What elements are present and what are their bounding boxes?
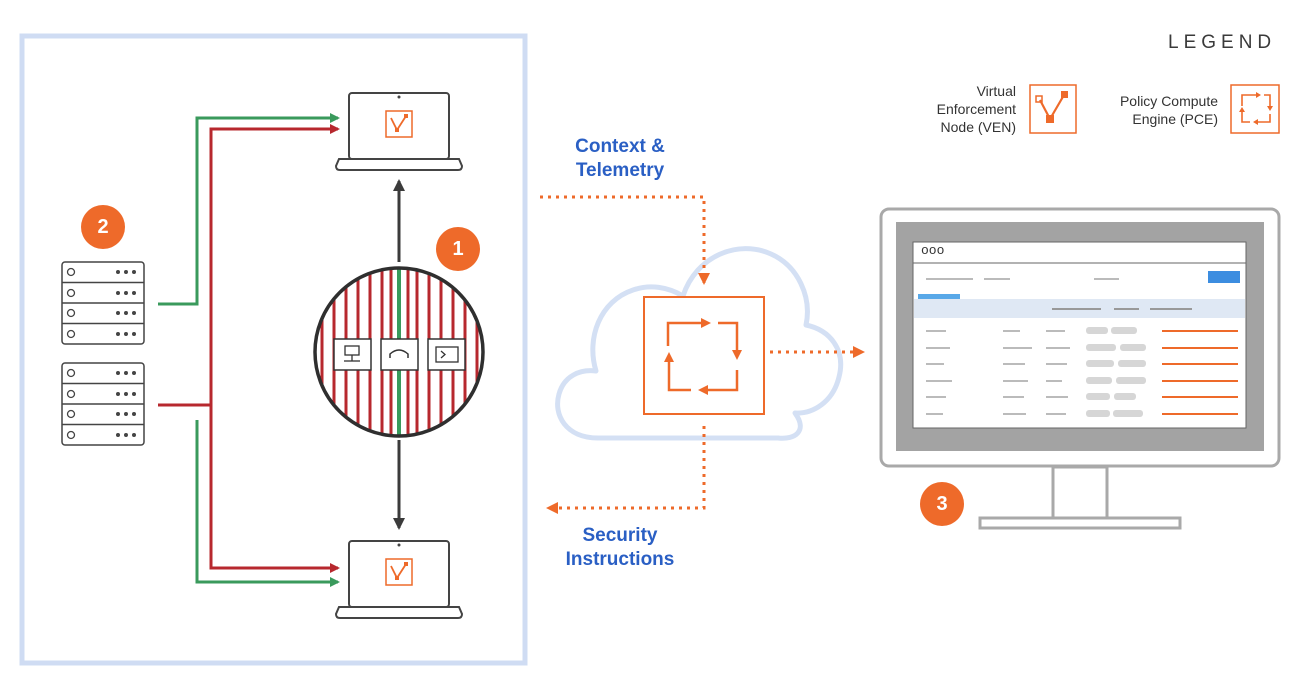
- allowed-path-to-top-laptop: [158, 113, 340, 306]
- badge-1-circle: [436, 227, 480, 271]
- legend-pce-label: Policy Compute Engine (PCE): [1090, 92, 1218, 128]
- pce-node: [643, 296, 765, 415]
- console-monitor: [879, 207, 1281, 530]
- context-telemetry-line-1: Context &: [575, 136, 665, 157]
- environment-frame: [19, 33, 528, 666]
- server-stack-bottom: [61, 362, 145, 446]
- security-instructions-label: Security Instructions: [540, 524, 700, 572]
- terminal-workload-icon: [427, 338, 466, 371]
- legend-ven-label: Virtual Enforcement Node (VEN): [880, 82, 1016, 136]
- laptop-top: [334, 92, 464, 171]
- window-controls: ooo: [921, 243, 945, 258]
- badge-2-circle: [81, 205, 125, 249]
- context-telemetry-flow: [540, 195, 710, 285]
- console-app-window: [912, 241, 1247, 429]
- context-telemetry-label: Context & Telemetry: [540, 135, 700, 183]
- server-stack-top: [61, 261, 145, 345]
- security-instructions-line-1: Security: [582, 525, 658, 546]
- ven-icon: [385, 110, 413, 138]
- legend-pce-line-1: Policy Compute: [1119, 93, 1218, 109]
- segmentation-circle: [313, 266, 485, 438]
- blocked-path-to-top-laptop: [158, 124, 340, 407]
- legend-pce-icon: [1230, 84, 1280, 134]
- laptop-bottom: [334, 540, 464, 619]
- allowed-path-to-bottom-laptop: [195, 420, 340, 587]
- legend-ven-icon: [1029, 84, 1077, 134]
- context-telemetry-line-2: Telemetry: [575, 160, 665, 181]
- network-workload-icon: [333, 338, 372, 371]
- legend-ven-line-3: Node (VEN): [940, 119, 1016, 135]
- ven-icon: [385, 558, 413, 586]
- badge-1-number: 1: [452, 238, 464, 260]
- legend-title: LEGEND: [1168, 32, 1277, 53]
- badge-3-circle: [920, 482, 964, 526]
- legend-pce-line-2: Engine (PCE): [1132, 111, 1218, 127]
- security-instructions-flow: [546, 426, 706, 514]
- blocked-path-to-bottom-laptop: [209, 405, 340, 573]
- badge-3-number: 3: [936, 493, 948, 515]
- legend-ven-line-2: Enforcement: [936, 101, 1016, 117]
- security-instructions-line-2: Instructions: [565, 549, 675, 570]
- legend-ven-line-1: Virtual: [976, 83, 1016, 99]
- badge-2-number: 2: [97, 216, 109, 238]
- phone-workload-icon: [380, 338, 419, 371]
